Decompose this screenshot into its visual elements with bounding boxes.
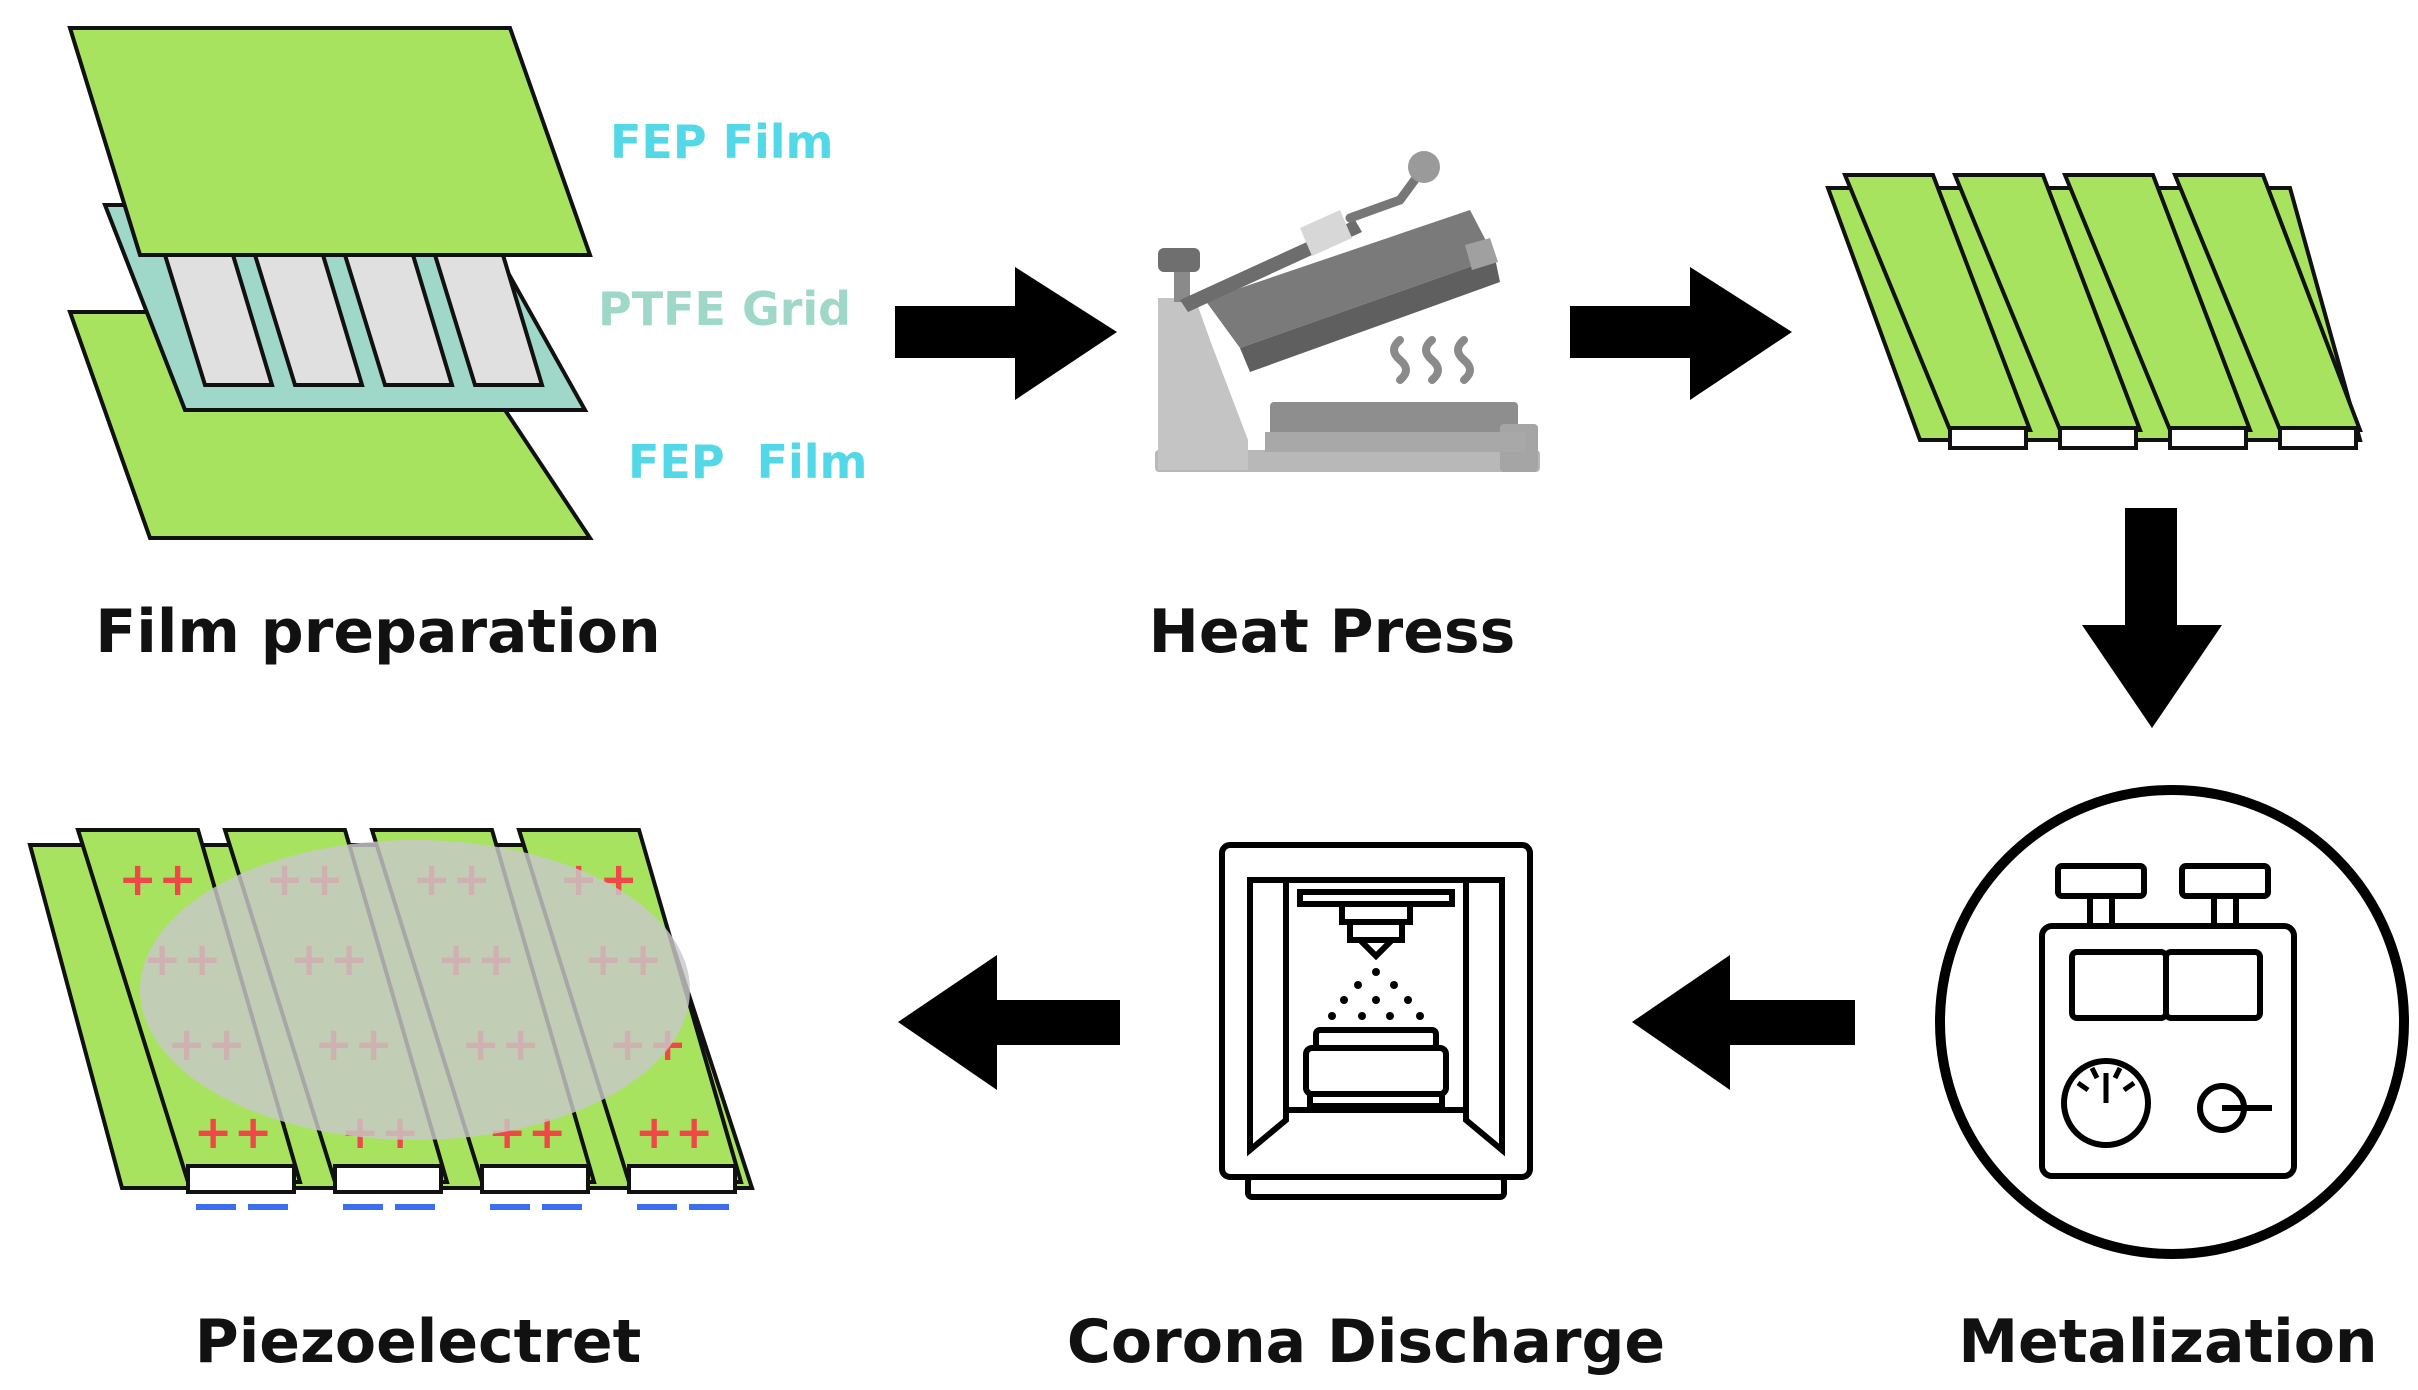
negative-charge-mark — [248, 1204, 288, 1210]
negative-charge-mark — [395, 1204, 435, 1210]
corona-discharge-machine-icon — [1219, 842, 1533, 1200]
negative-charge-mark — [637, 1204, 677, 1210]
arrow-right-icon — [895, 267, 1117, 400]
piezoelectret-label: Piezoelectret — [195, 1307, 642, 1377]
arrow-left-icon — [1632, 955, 1855, 1090]
arrow-down-icon — [2082, 508, 2222, 728]
positive-charge-mark: + — [118, 852, 157, 906]
corona-discharge-label: Corona Discharge — [1067, 1307, 1665, 1377]
ptfe-grid-label: PTFE Grid — [598, 282, 851, 336]
negative-charge-mark — [196, 1204, 236, 1210]
charged-region-overlay — [140, 840, 690, 1140]
piezoelectret-film-icon: ++++++++++++++++++++++++++++++++ — [27, 828, 755, 1210]
top-fep-film — [67, 26, 593, 257]
film-stack-icon: FEP Film PTFE Grid FEP Film — [67, 26, 867, 540]
negative-charges — [196, 1204, 729, 1210]
fep-film-top-label: FEP Film — [610, 115, 833, 169]
bonded-film-icon — [1825, 173, 2363, 450]
film-preparation-label: Film preparation — [95, 597, 660, 667]
heat-press-label: Heat Press — [1149, 597, 1516, 667]
negative-charge-mark — [343, 1204, 383, 1210]
positive-charge-mark: + — [194, 1105, 233, 1159]
arrow-right-icon — [1570, 267, 1792, 400]
negative-charge-mark — [490, 1204, 530, 1210]
corona-particles — [1328, 968, 1424, 1020]
fep-film-bottom-label: FEP Film — [628, 435, 867, 489]
positive-charge-mark: + — [635, 1105, 674, 1159]
negative-charge-mark — [542, 1204, 582, 1210]
negative-charge-mark — [689, 1204, 729, 1210]
arrow-left-icon — [898, 955, 1120, 1090]
metalization-machine-icon — [1935, 785, 2409, 1259]
positive-charge-mark: + — [158, 852, 197, 906]
positive-charge-mark: + — [675, 1105, 714, 1159]
metalization-label: Metalization — [1958, 1307, 2377, 1377]
steam-icon — [1390, 336, 1474, 384]
heat-press-icon — [1155, 151, 1540, 472]
